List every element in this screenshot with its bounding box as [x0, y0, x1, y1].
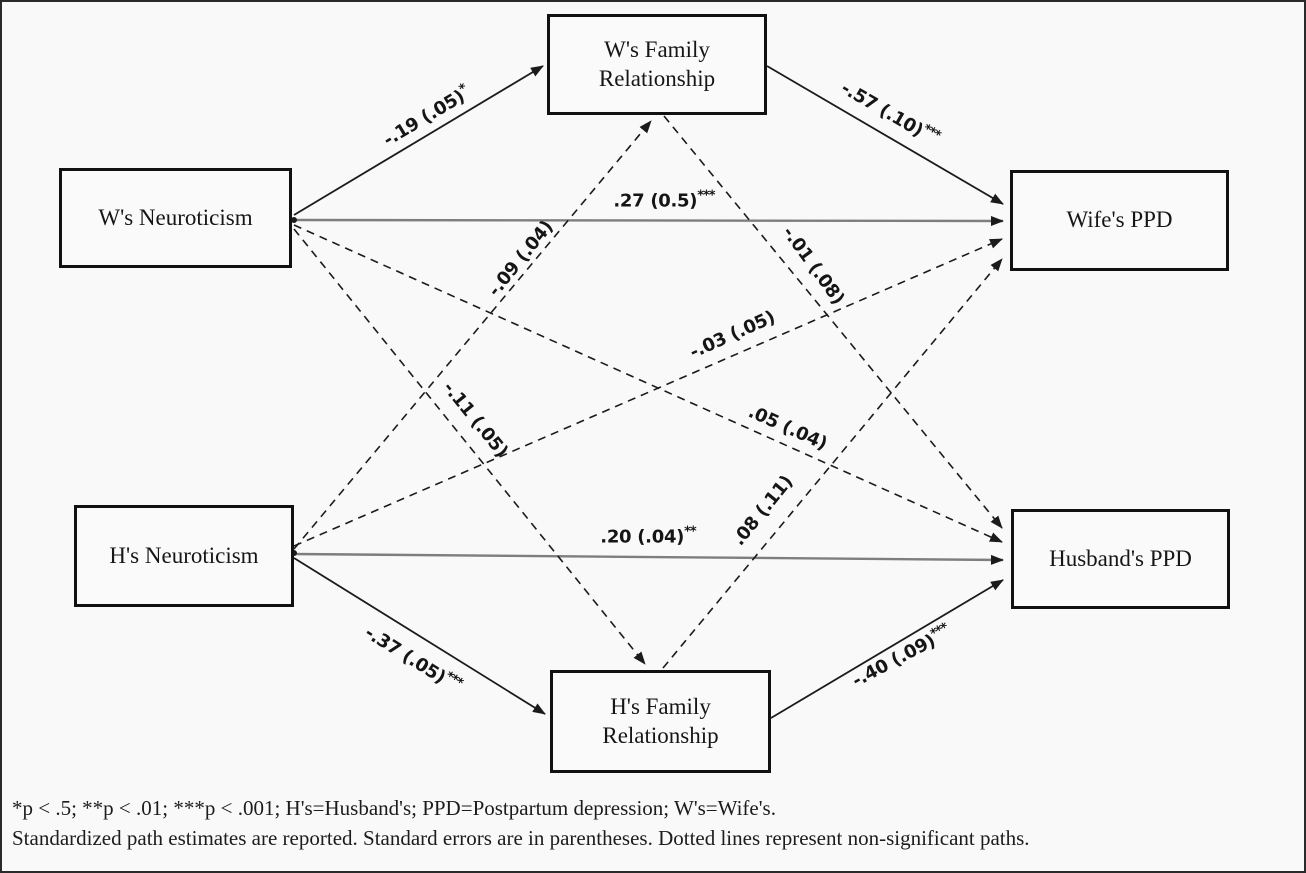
- path-line-w-neuroticism-to-w-family: [293, 65, 544, 216]
- node-label-line2: Relationship: [598, 65, 716, 91]
- node-husband-ppd: Husband's PPD: [1011, 509, 1230, 609]
- estimate-h-neuroticism-to-husband-ppd: .20 (.04)**: [600, 524, 696, 548]
- path-line-h-neuroticism-to-h-family: [293, 557, 546, 715]
- node-label-line2: Relationship: [602, 722, 719, 748]
- path-line-h-family-to-husband-ppd: [770, 579, 1004, 719]
- node-h-family-relationship: H's Family Relationship: [550, 670, 771, 773]
- path-line-w-family-to-husband-ppd: [663, 115, 1003, 529]
- path-line-w-family-to-wife-ppd: [766, 65, 1004, 205]
- node-label: H's Neuroticism: [109, 542, 259, 568]
- node-label: Husband's PPD: [1049, 545, 1192, 571]
- node-label-line1: W's Family: [604, 36, 710, 62]
- path-line-h-family-to-wife-ppd: [662, 258, 1003, 669]
- junction-dot-w-neuroticism: [291, 217, 297, 223]
- node-wife-ppd: Wife's PPD: [1010, 170, 1229, 271]
- path-line-h-neuroticism-to-w-family: [293, 120, 652, 550]
- figure-footnote: *p < .5; **p < .01; ***p < .001; H's=Hus…: [12, 793, 1304, 854]
- footnote-line1: *p < .5; **p < .01; ***p < .001; H's=Hus…: [12, 796, 776, 820]
- path-line-w-neuroticism-to-husband-ppd: [293, 224, 1003, 543]
- node-w-neuroticism: W's Neuroticism: [59, 168, 292, 268]
- path-line-h-neuroticism-to-husband-ppd: [292, 552, 1004, 565]
- estimate-w-neuroticism-to-wife-ppd: .27 (0.5)***: [613, 188, 715, 212]
- node-label: W's Neuroticism: [98, 204, 253, 230]
- path-line-h-neuroticism-to-wife-ppd: [293, 238, 1003, 547]
- node-w-family-relationship: W's Family Relationship: [547, 14, 767, 115]
- path-line-w-neuroticism-to-wife-ppd: [292, 215, 1004, 226]
- node-label: Wife's PPD: [1066, 207, 1173, 233]
- path-line-w-neuroticism-to-h-family: [293, 228, 646, 665]
- footnote-line2: Standardized path estimates are reported…: [12, 826, 1030, 851]
- node-label-line1: H's Family: [610, 693, 711, 719]
- node-h-neuroticism: H's Neuroticism: [74, 505, 294, 607]
